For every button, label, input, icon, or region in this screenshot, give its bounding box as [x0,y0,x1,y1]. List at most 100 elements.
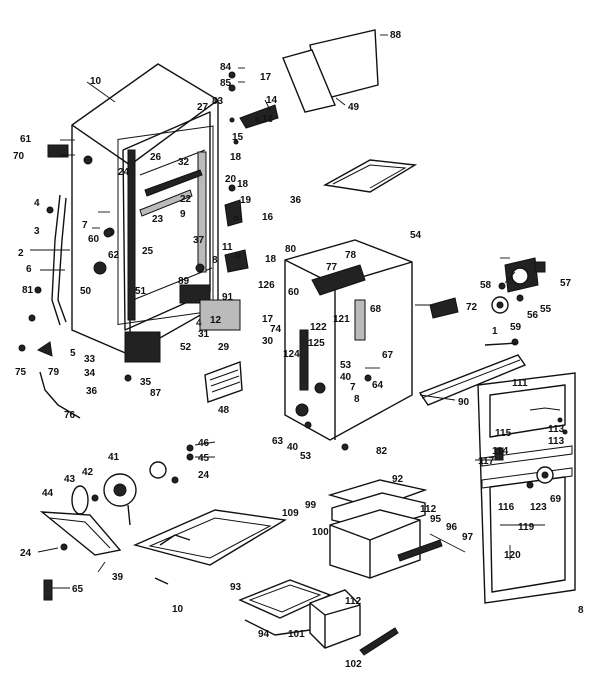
callout-label: 18 [265,254,277,265]
callout-label: 2 [18,248,24,259]
callout-label: 82 [376,446,388,457]
misc-bottom [43,577,169,601]
callout-label: 72 [466,302,478,313]
callout-label: 79 [48,367,60,378]
hinge-parts-top [224,29,379,275]
callout-label: 17 [262,314,274,325]
callout-label: 117 [478,456,495,467]
callout-label: 116 [498,502,515,513]
callout-label: 12 [210,315,222,326]
callout-label: 122 [310,322,327,333]
leader-lines [30,34,545,589]
callout-label: 121 [333,314,350,325]
callout-label: 92 [392,474,404,485]
callout-label: 90 [458,397,470,408]
callout-label: 27 [197,102,209,113]
callout-label: 46 [198,438,210,449]
callout-label: 10 [172,604,184,615]
callout-label: 5 [70,348,76,359]
callout-label: 53 [340,360,352,371]
callout-label: 69 [550,494,562,505]
callout-label: 48 [218,405,230,416]
callout-label: 114 [492,446,509,457]
callout-label: 109 [282,508,299,519]
callout-label: 95 [430,514,442,525]
callout-label: 10 [90,76,102,87]
callout-label: 40 [340,372,352,383]
callout-label: 96 [446,522,458,533]
callout-label: 119 [518,522,535,533]
callout-label: 85 [220,78,232,89]
crisper-drawers [327,479,443,579]
callout-label: 8 [212,255,218,266]
callout-label: 77 [326,262,338,273]
callout-label: 87 [150,388,162,399]
callout-label: 88 [390,30,402,41]
callout-label: 36 [290,195,302,206]
callout-label: 81 [22,285,34,296]
callout-label: 1 [492,326,498,337]
callout-label: 84 [220,62,232,73]
callout-label: 101 [288,629,305,640]
callout-label: 112 [345,596,362,607]
callout-label: 6 [26,264,32,275]
callout-label: 24 [198,470,210,481]
callout-label: 65 [72,584,84,595]
callout-label: 22 [180,194,192,205]
callout-label: 57 [560,278,572,289]
callout-label: 34 [84,368,96,379]
callout-label: 60 [88,234,100,245]
callout-label: 33 [84,354,96,365]
callout-label: 74 [270,324,282,335]
callout-label: 49 [348,102,360,113]
callout-label: 24 [20,548,32,559]
callout-label: 124 [283,349,300,360]
callout-label: 54 [410,230,422,241]
callout-label: 25 [142,246,154,257]
callout-label: 50 [80,286,92,297]
callout-label: 44 [42,488,54,499]
callout-label: 76 [64,410,76,421]
callout-label: 63 [272,436,284,447]
callout-label: 80 [285,244,297,255]
callout-label: 9 [180,209,186,220]
callout-label: 24 [118,167,130,178]
callout-label: 7 [350,382,356,393]
callout-label: 39 [112,572,124,583]
callout-label: 43 [64,474,76,485]
meat-drawers [238,579,399,656]
callout-label: 61 [20,134,32,145]
callout-label: 60 [288,287,300,298]
callout-label: 11 [222,242,233,253]
callout-label: 37 [193,235,205,246]
callout-label: 58 [480,280,492,291]
callout-label: 70 [13,151,25,162]
callout-label: 83 [212,96,224,107]
callout-label: 53 [300,451,312,462]
callout-label: 94 [258,629,270,640]
callout-label: 52 [180,342,192,353]
shelf-36 [322,159,418,193]
callout-label: 36 [86,386,98,397]
callout-label: 41 [108,452,120,463]
callout-label: 23 [152,214,164,225]
callout-label: 91 [222,292,234,303]
callout-label: 111 [512,378,528,389]
callout-label: 15 [232,132,244,143]
callout-label: 123 [530,502,547,513]
callout-label: 3 [34,226,40,237]
callout-label: 18 [230,152,242,163]
callout-label: 31 [198,329,210,340]
callout-label: 51 [135,286,147,297]
callout-label: 7 [82,220,88,231]
left-bracket-parts [18,144,132,419]
callout-label: 4 [34,198,40,209]
callout-label: 35 [140,377,152,388]
callout-label: 102 [345,659,362,670]
callout-label: 78 [345,250,357,261]
callout-label: 18 [237,179,249,190]
callout-label: 120 [504,550,521,561]
callout-label: 4 [196,318,202,329]
callout-label: 68 [370,304,382,315]
